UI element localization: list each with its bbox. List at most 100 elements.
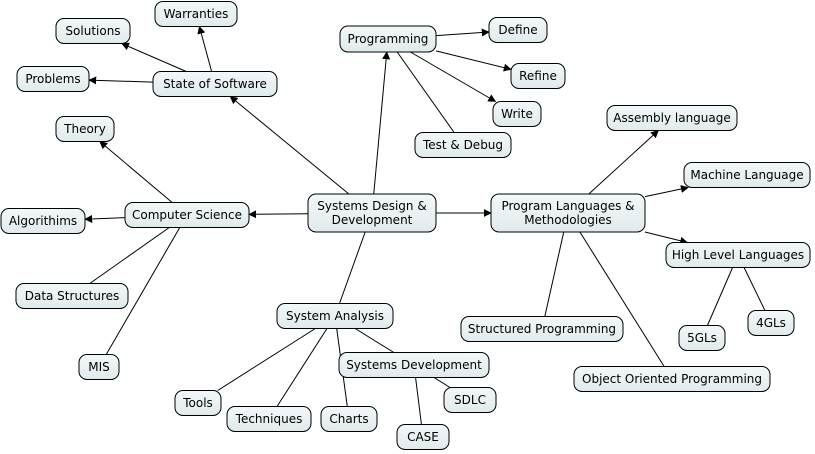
node-problems[interactable]: Problems bbox=[16, 66, 90, 92]
node-label-sdlc: SDLC bbox=[454, 393, 486, 407]
node-charts[interactable]: Charts bbox=[320, 406, 378, 432]
node-box-object-oriented[interactable] bbox=[573, 366, 771, 392]
edge-computer-science--theory bbox=[99, 140, 173, 203]
edge-state-of-software--solutions bbox=[121, 42, 187, 72]
node-box-techniques[interactable] bbox=[226, 406, 312, 432]
node-label-assembly-language: Assembly language bbox=[613, 111, 731, 125]
node-mis[interactable]: MIS bbox=[78, 354, 120, 380]
node-assembly-language[interactable]: Assembly language bbox=[606, 105, 738, 131]
edge-layer bbox=[84, 25, 766, 425]
node-box-mis[interactable] bbox=[78, 354, 120, 380]
node-box-refine[interactable] bbox=[510, 63, 566, 89]
node-system-analysis[interactable]: System Analysis bbox=[276, 303, 394, 329]
node-label-program-languages: Program Languages &Methodologies bbox=[501, 199, 634, 227]
edge-systems-design--programming bbox=[373, 51, 391, 195]
node-algorithims[interactable]: Algorithims bbox=[0, 208, 86, 234]
edge-programming--write bbox=[410, 51, 497, 102]
node-box-4gls[interactable] bbox=[747, 310, 795, 336]
node-label-computer-science: Computer Science bbox=[132, 208, 242, 222]
node-label-4gls: 4GLs bbox=[756, 316, 786, 330]
node-box-algorithims[interactable] bbox=[0, 208, 86, 234]
node-systems-development[interactable]: Systems Development bbox=[338, 352, 490, 378]
node-box-systems-development[interactable] bbox=[338, 352, 490, 378]
edge-programming--test-debug bbox=[396, 51, 455, 133]
node-box-programming[interactable] bbox=[339, 25, 437, 53]
node-5gls[interactable]: 5GLs bbox=[678, 325, 726, 351]
node-box-theory[interactable] bbox=[55, 116, 115, 142]
node-box-define[interactable] bbox=[488, 17, 548, 43]
node-box-program-languages[interactable] bbox=[490, 193, 646, 233]
node-box-5gls[interactable] bbox=[678, 325, 726, 351]
edge-high-level-languages--5gls bbox=[706, 267, 734, 326]
edge-systems-design--state-of-software bbox=[229, 95, 350, 195]
node-write[interactable]: Write bbox=[492, 101, 542, 127]
node-box-write[interactable] bbox=[492, 101, 542, 127]
node-label-define: Define bbox=[498, 23, 537, 37]
edge-system-analysis--techniques bbox=[276, 328, 328, 407]
node-box-structured-programming[interactable] bbox=[460, 316, 624, 342]
node-box-machine-language[interactable] bbox=[683, 162, 811, 188]
node-box-test-debug[interactable] bbox=[414, 132, 512, 158]
node-label-charts: Charts bbox=[329, 412, 368, 426]
node-programming[interactable]: Programming bbox=[339, 25, 437, 53]
node-box-warranties[interactable] bbox=[154, 1, 238, 27]
node-box-state-of-software[interactable] bbox=[152, 71, 278, 97]
node-high-level-languages[interactable]: High Level Languages bbox=[665, 242, 811, 268]
node-box-solutions[interactable] bbox=[55, 18, 131, 44]
node-tools[interactable]: Tools bbox=[174, 390, 222, 416]
node-box-data-structures[interactable] bbox=[15, 283, 129, 309]
edge-systems-design--system-analysis bbox=[339, 231, 366, 304]
node-label-problems: Problems bbox=[25, 72, 80, 86]
node-systems-design[interactable]: Systems Design &Development bbox=[307, 193, 437, 233]
node-techniques[interactable]: Techniques bbox=[226, 406, 312, 432]
edge-program-languages--structured-programming bbox=[544, 231, 565, 317]
node-box-problems[interactable] bbox=[16, 66, 90, 92]
node-box-sdlc[interactable] bbox=[443, 387, 497, 413]
node-box-charts[interactable] bbox=[320, 406, 378, 432]
node-box-computer-science[interactable] bbox=[124, 202, 250, 228]
node-define[interactable]: Define bbox=[488, 17, 548, 43]
node-refine[interactable]: Refine bbox=[510, 63, 566, 89]
node-box-systems-design[interactable] bbox=[307, 193, 437, 233]
node-structured-programming[interactable]: Structured Programming bbox=[460, 316, 624, 342]
node-box-high-level-languages[interactable] bbox=[665, 242, 811, 268]
node-program-languages[interactable]: Program Languages &Methodologies bbox=[490, 193, 646, 233]
edge-computer-science--algorithims bbox=[84, 214, 126, 223]
node-label-write: Write bbox=[501, 107, 533, 121]
node-theory[interactable]: Theory bbox=[55, 116, 115, 142]
edge-program-languages--machine-language bbox=[644, 185, 689, 198]
node-box-tools[interactable] bbox=[174, 390, 222, 416]
node-label-techniques: Techniques bbox=[235, 412, 303, 426]
edge-computer-science--data-structures bbox=[89, 227, 170, 284]
node-sdlc[interactable]: SDLC bbox=[443, 387, 497, 413]
node-case[interactable]: CASE bbox=[396, 424, 450, 450]
node-label-systems-design: Systems Design &Development bbox=[317, 199, 426, 227]
node-data-structures[interactable]: Data Structures bbox=[15, 283, 129, 309]
node-label-data-structures: Data Structures bbox=[25, 289, 120, 303]
node-label-system-analysis: System Analysis bbox=[286, 309, 384, 323]
node-label-algorithims: Algorithims bbox=[9, 214, 77, 228]
node-label-warranties: Warranties bbox=[164, 7, 229, 21]
node-box-case[interactable] bbox=[396, 424, 450, 450]
node-label-structured-programming: Structured Programming bbox=[468, 322, 616, 336]
node-computer-science[interactable]: Computer Science bbox=[124, 202, 250, 228]
edge-high-level-languages--4gls bbox=[743, 267, 766, 311]
node-box-assembly-language[interactable] bbox=[606, 105, 738, 131]
node-warranties[interactable]: Warranties bbox=[154, 1, 238, 27]
node-solutions[interactable]: Solutions bbox=[55, 18, 131, 44]
node-state-of-software[interactable]: State of Software bbox=[152, 71, 278, 97]
node-label-programming: Programming bbox=[348, 32, 429, 46]
edge-program-languages--assembly-language bbox=[588, 129, 659, 195]
node-4gls[interactable]: 4GLs bbox=[747, 310, 795, 336]
edge-computer-science--mis bbox=[105, 227, 181, 355]
node-label-test-debug: Test & Debug bbox=[422, 138, 503, 152]
node-object-oriented[interactable]: Object Oriented Programming bbox=[573, 366, 771, 392]
node-label-high-level-languages: High Level Languages bbox=[672, 248, 804, 262]
node-test-debug[interactable]: Test & Debug bbox=[414, 132, 512, 158]
node-box-system-analysis[interactable] bbox=[276, 303, 394, 329]
node-label-5gls: 5GLs bbox=[687, 331, 717, 345]
node-machine-language[interactable]: Machine Language bbox=[683, 162, 811, 188]
